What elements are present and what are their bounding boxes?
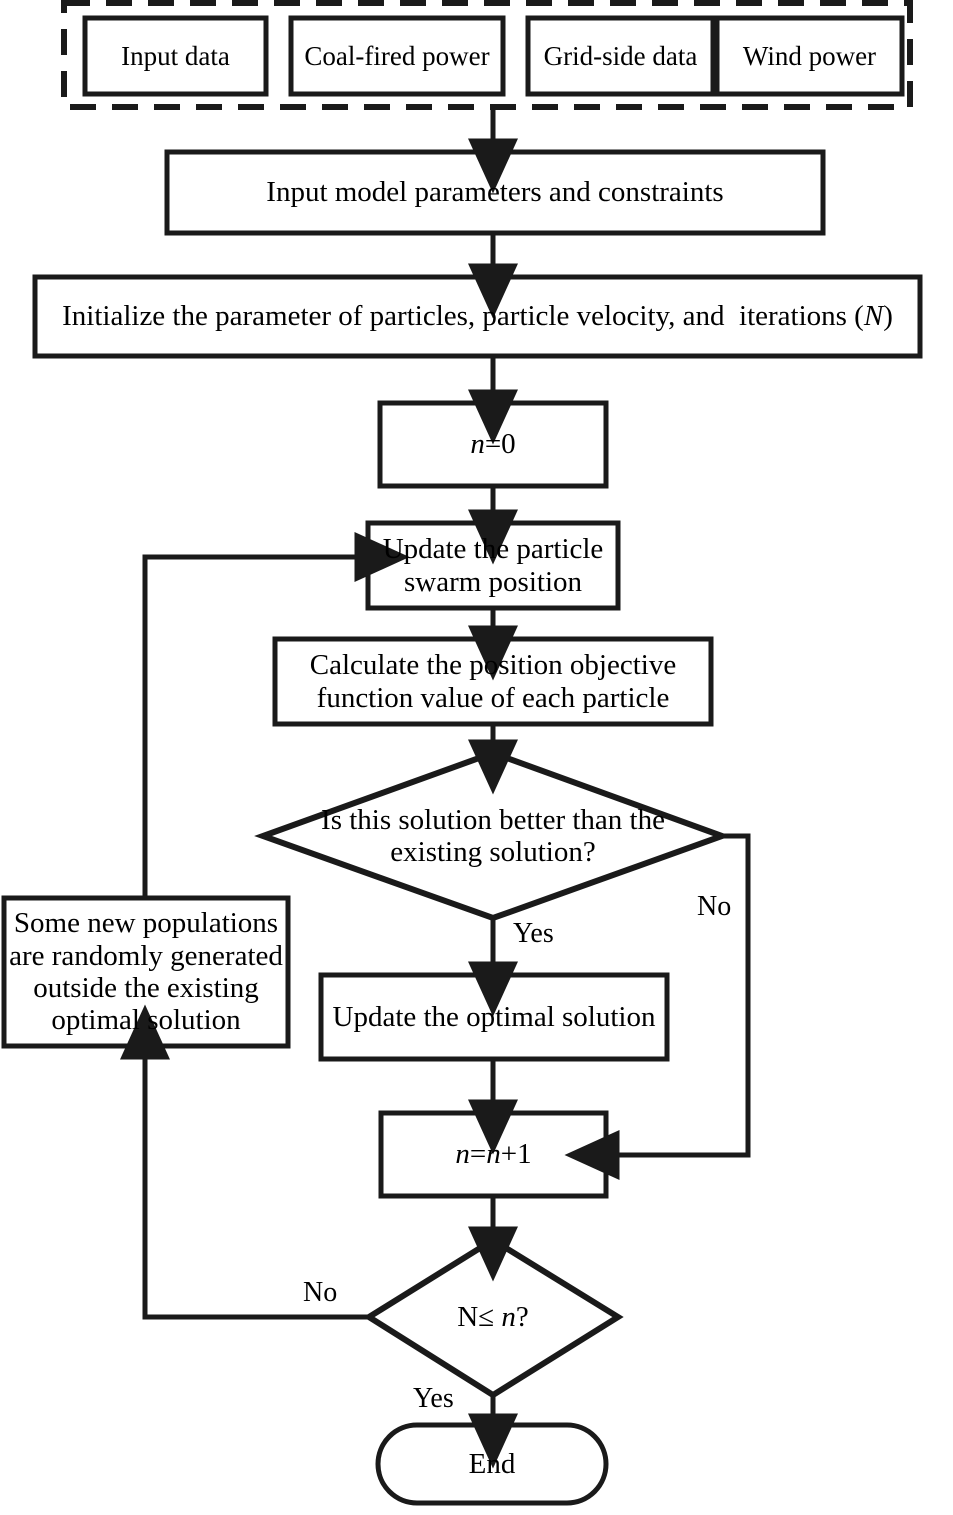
edge-label-better-yes: Yes (513, 918, 554, 949)
initialize-rect (32, 274, 923, 359)
edge-label-iter-yes: Yes (413, 1383, 454, 1414)
edge-newpopulations-to-updateswarm (142, 532, 410, 898)
edge-decision-no-to-nincrement (564, 833, 751, 1180)
n-increment-rect (378, 1110, 609, 1199)
input-box-rect-1 (288, 15, 506, 97)
decision-iter-diamond (363, 1236, 624, 1399)
calculate-rect (272, 636, 714, 727)
end-rounded-rect (375, 1422, 609, 1506)
decision-better-diamond (254, 749, 731, 922)
new-populations-rect (1, 895, 291, 1049)
edge-label-better-no: No (697, 891, 732, 922)
edge-label-iter-no: No (303, 1277, 338, 1308)
update-swarm-rect (365, 520, 621, 611)
input-box-rect-0 (82, 15, 269, 97)
input-box-rect-3 (714, 15, 905, 97)
input-group-dashed-border (61, 0, 913, 110)
input-params-rect (164, 149, 826, 236)
input-box-rect-2 (525, 15, 716, 97)
update-optimal-rect (318, 972, 670, 1062)
edge-decisioniter-no-to-newpopulations (120, 1004, 369, 1320)
n-zero-rect (377, 400, 609, 489)
